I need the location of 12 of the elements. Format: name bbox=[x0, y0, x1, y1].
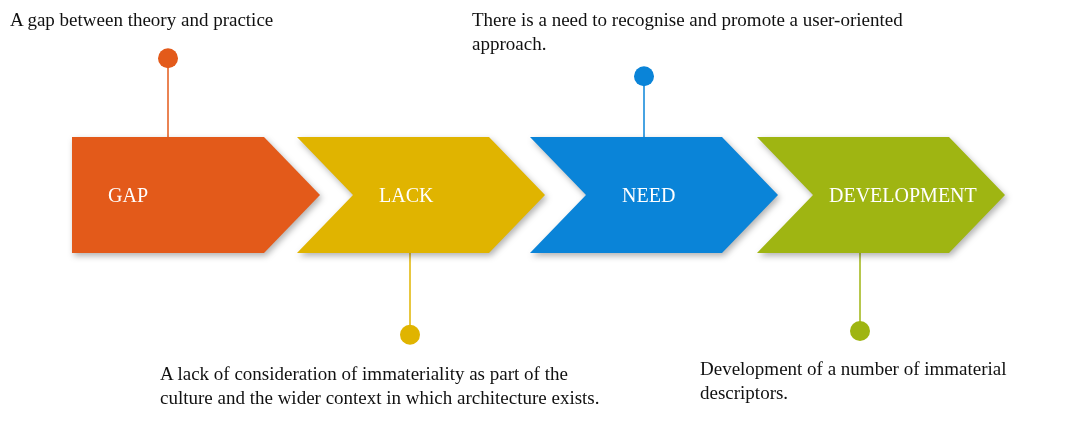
leader-line bbox=[400, 252, 420, 345]
callout-text: Development of a number of immaterial descriptors. bbox=[700, 357, 1008, 405]
callout-text: A lack of consideration of immateriality as part of the culture and the wider context in which architecture exists. bbox=[160, 362, 601, 410]
leader-line bbox=[850, 252, 870, 341]
step-label: NEED bbox=[622, 183, 676, 207]
callout-text: There is a need to recognise and promote a user-oriented approach. bbox=[472, 8, 904, 56]
step-label: GAP bbox=[108, 183, 148, 207]
leader-line bbox=[158, 48, 178, 138]
step-label: LACK bbox=[379, 183, 434, 207]
step-label: DEVELOPMENT bbox=[829, 183, 977, 207]
callout-text: A gap between theory and practice bbox=[10, 8, 275, 32]
leader-line bbox=[634, 66, 654, 138]
